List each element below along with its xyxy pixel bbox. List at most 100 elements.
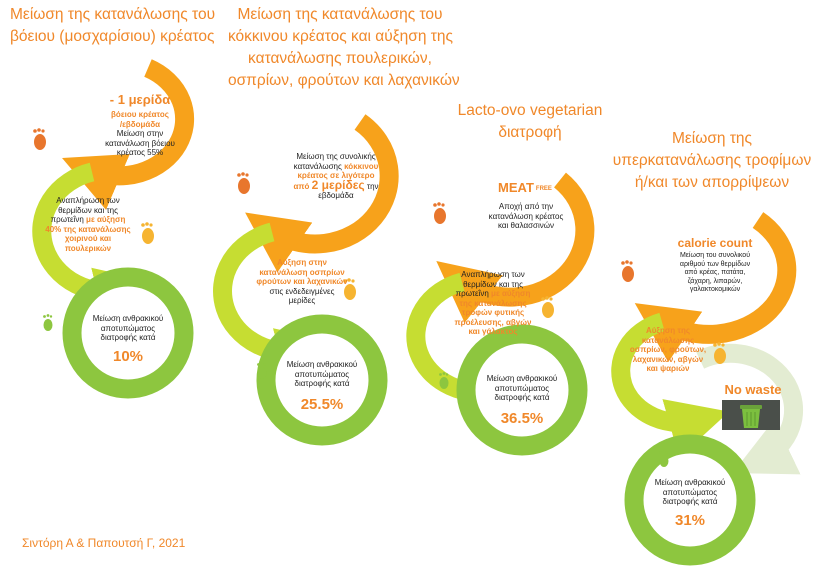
text-line: της κατανάλωσης <box>459 298 527 308</box>
column-3-rings <box>406 172 595 456</box>
text-line: Μείωση της συνολικής <box>296 152 376 161</box>
free-label: FREE <box>535 185 552 192</box>
text-line: Μείωση ανθρακικού <box>654 478 726 487</box>
text-line: διατροφής κατά <box>662 497 718 506</box>
step-3-text: Μείωση ανθρακικού αποτυπώματος διατροφής… <box>80 314 176 343</box>
text-line: τροφών φυτικής <box>461 308 525 317</box>
title-line: διατροφή <box>498 124 562 141</box>
reduction-percent: 31% <box>674 512 706 529</box>
step-2-text: Αναπλήρωση των θερμίδων και της πρωτεΐνη… <box>438 270 548 337</box>
text-line: και ψαριών <box>646 364 690 373</box>
text-line: Αύξηση της <box>645 326 691 335</box>
step-1-text: Αποχή από την κατανάλωση κρέατος και θαλ… <box>474 202 578 231</box>
text-span: 2 μερίδες <box>311 177 365 192</box>
text-line: κατανάλωσης <box>641 335 695 345</box>
column-2-title: Μείωση της κατανάλωσης του κόκκινου κρέα… <box>228 4 460 92</box>
text-span: κατανάλωσης <box>293 161 342 171</box>
text-line: από 2 μερίδες την <box>282 177 390 192</box>
footprint-icon <box>257 362 267 379</box>
reduction-percent: 10% <box>112 348 144 365</box>
text-line: διατροφής κατά <box>100 333 156 342</box>
text-span: πρωτεΐνη <box>455 289 489 298</box>
column-4-rings <box>611 212 803 566</box>
text-line: φρούτων και λαχανικών <box>256 277 348 286</box>
text-span: την <box>366 181 379 191</box>
step-1-text: βόειου κρέατος /εβδομάδα Μείωση στην κατ… <box>85 110 195 158</box>
step-3-text: Μείωση ανθρακικού αποτυπώματος διατροφής… <box>274 360 370 389</box>
text-line: /εβδομάδα <box>119 119 161 129</box>
text-line: Μείωση ανθρακικού <box>486 374 558 383</box>
text-line: κρέατος σε λιγότερο <box>297 171 375 180</box>
text-line: προέλευσης, αβγών <box>454 317 532 327</box>
column-2-rings <box>213 114 399 446</box>
text-line: αποτυπώματος <box>494 383 550 393</box>
text-line: κατανάλωσης κόκκινου <box>282 162 390 172</box>
text-line: βόειου κρέατος <box>111 110 169 119</box>
title-line: Lacto-ovo vegetarian <box>457 102 603 119</box>
ring-4-2 <box>611 312 730 458</box>
ring-3-1 <box>436 172 595 323</box>
text-span: πρωτεΐνη <box>50 215 84 224</box>
text-line: Μείωση του συνολικού <box>679 252 751 259</box>
text-line: Μείωση στην <box>116 129 164 138</box>
text-line: αποτυπώματος <box>662 487 718 497</box>
ring-4-1 <box>634 212 797 363</box>
text-line: στις ενδεδειγμένες <box>269 286 335 296</box>
title-line: ή/και των απορρίψεων <box>634 174 790 191</box>
step-1-text: Μείωση της συνολικής κατανάλωσης κόκκινο… <box>282 152 390 201</box>
text-line: διατροφής κατά <box>494 393 550 402</box>
text-line: Αναπλήρωση των <box>56 196 120 205</box>
text-line: Αύξηση στην <box>277 258 327 267</box>
no-waste-label: No waste <box>724 382 782 397</box>
text-span: με αύξηση <box>491 289 531 298</box>
text-span: με αύξηση <box>86 215 126 224</box>
text-line: οσπρίων, φρούτων, <box>629 345 707 354</box>
footprint-icons <box>33 128 726 467</box>
text-span: κόκκινου <box>344 161 379 171</box>
text-line: Αποχή από την <box>498 202 554 211</box>
text-span: από <box>293 181 310 191</box>
trash-bin-icon <box>722 400 780 430</box>
title-line: κατανάλωσης πουλερικών, <box>248 50 432 67</box>
column-1-title: Μείωση της κατανάλωσης του βόειου (μοσχα… <box>10 4 216 48</box>
text-line: από κρέας, πατάτα, <box>684 269 746 276</box>
step-4-text: Μείωση ανθρακικού αποτυπώματος διατροφής… <box>642 478 738 507</box>
text-line: διατροφής κατά <box>294 379 350 388</box>
footprint-icon <box>433 202 446 224</box>
text-line: κατανάλωση βόειου <box>105 138 175 148</box>
ring-3-3 <box>456 324 588 456</box>
ring-1-3 <box>62 267 194 399</box>
text-line: ζάχαρη, λιπαρών, <box>687 277 743 285</box>
meat-label: MEAT <box>498 180 534 195</box>
footprint-icon <box>439 372 449 389</box>
text-line: αποτυπώματος <box>294 369 350 379</box>
step-1-text: Μείωση του συνολικού αριθμού των θερμίδω… <box>660 252 770 295</box>
step-1-head: - 1 μερίδα <box>109 92 171 107</box>
title-line: οσπρίων, φρούτων και λαχανικών <box>228 72 460 89</box>
step-2-text: Αναπλήρωση των θερμίδων και της πρωτεΐνη… <box>38 196 138 253</box>
ring-1-1 <box>62 59 195 210</box>
text-line: κατανάλωση οσπρίων <box>259 267 345 277</box>
text-line: και θαλασσινών <box>497 221 554 230</box>
ring-4-3 <box>695 343 803 475</box>
text-line: μερίδες <box>288 296 316 305</box>
footprint-icon <box>713 342 726 364</box>
text-line: χοιρινού και <box>64 234 112 243</box>
reduction-percent: 36.5% <box>500 410 544 427</box>
step-3-text: Μείωση ανθρακικού αποτυπώματος διατροφής… <box>474 374 570 403</box>
footprint-icon <box>43 314 53 331</box>
step-2-text: Αύξηση στην κατανάλωση οσπρίων φρούτων κ… <box>250 258 354 306</box>
text-line: αποτυπώματος <box>100 323 156 333</box>
text-line: πρωτεΐνη με αύξηση <box>38 215 138 225</box>
step-1-head: calorie count <box>677 236 753 250</box>
text-line: Μείωση ανθρακικού <box>92 314 164 323</box>
text-line: θερμίδων και της <box>58 205 118 215</box>
footprint-icon <box>343 278 356 300</box>
title-line: Μείωση της κατανάλωσης του <box>10 6 216 23</box>
ring-4-4 <box>624 434 756 566</box>
text-line: αριθμού των θερμίδων <box>679 260 751 268</box>
text-line: πουλερικών <box>64 243 112 253</box>
ring-2-1 <box>245 114 399 273</box>
